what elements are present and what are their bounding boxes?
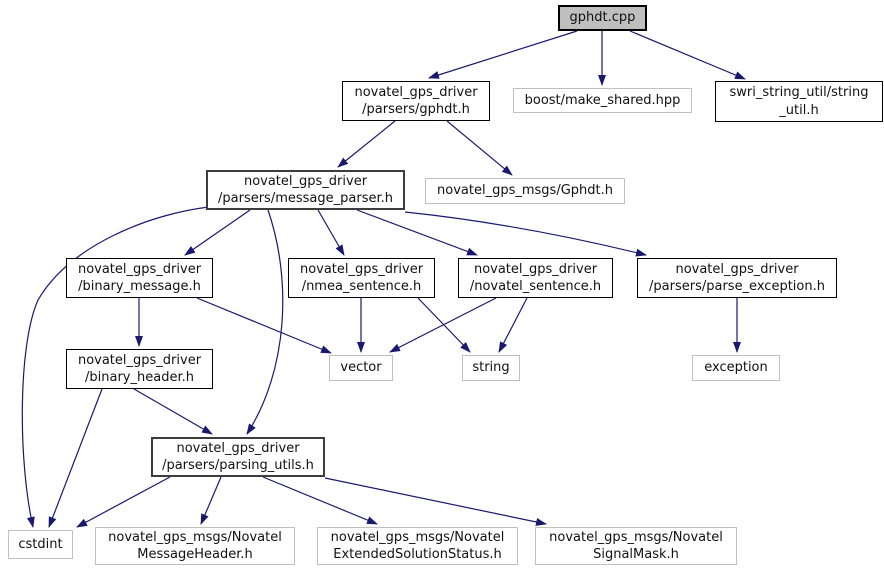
node-string: string: [462, 355, 520, 381]
node-label: novatel_gps_msgs/Novatel: [549, 529, 723, 545]
node-label: swri_string_util/string: [729, 85, 869, 101]
node-label: SignalMask.h: [593, 547, 679, 562]
node-label: /nmea_sentence.h: [301, 279, 422, 294]
node-label: /parsers/message_parser.h: [218, 191, 393, 206]
node-label: novatel_gps_msgs/Gphdt.h: [437, 183, 613, 199]
edge-message-parser-to-nmea-sentence: [317, 209, 345, 256]
node-novatel-extended-solution-status: novatel_gps_msgs/Novatel ExtendedSolutio…: [317, 527, 518, 565]
node-label: /parsers/parse_exception.h: [649, 279, 825, 294]
node-novatel-message-header: novatel_gps_msgs/Novatel MessageHeader.h: [95, 527, 295, 565]
node-label: exception: [704, 360, 768, 376]
node-label: novatel_gps_driver: [354, 84, 478, 100]
node-boost-make-shared: boost/make_shared.hpp: [513, 88, 692, 113]
edge-gphdt-cpp-to-string-util: [629, 30, 746, 80]
node-label: /parsers/parsing_utils.h: [162, 458, 314, 473]
node-label: novatel_gps_driver: [77, 261, 202, 277]
node-novatel-sentence-h[interactable]: novatel_gps_driver /novatel_sentence.h: [458, 258, 613, 298]
node-label: /parsers/gphdt.h: [362, 102, 470, 117]
node-label: novatel_gps_driver: [77, 352, 202, 368]
edge-novatel-sentence-to-string: [498, 297, 528, 353]
node-label: novatel_gps_msgs/Novatel: [330, 529, 505, 545]
edge-parsing-utils-to-cstdint: [76, 476, 171, 528]
node-label: /binary_message.h: [78, 279, 201, 294]
edge-parsing-utils-to-signal-mask: [324, 477, 547, 526]
node-label: novatel_gps_msgs/Novatel: [108, 529, 282, 545]
edge-parsing-utils-to-msg-header: [200, 476, 222, 525]
node-vector: vector: [329, 355, 393, 381]
edge-binary-header-to-parsing-utils: [133, 388, 213, 435]
edge-message-parser-to-parse-exception: [404, 211, 647, 257]
node-cstdint: cstdint: [8, 530, 73, 559]
node-label: MessageHeader.h: [137, 547, 253, 562]
edge-gphdt-h-to-gphdt-msg: [446, 120, 513, 176]
edge-novatel-sentence-to-vector: [389, 297, 497, 353]
node-message-parser-h[interactable]: novatel_gps_driver /parsers/message_pars…: [206, 170, 405, 210]
node-label: _util.h: [779, 102, 819, 118]
edge-message-parser-to-novatel-sentence: [356, 209, 478, 256]
node-exception: exception: [692, 355, 780, 381]
node-parsing-utils-h[interactable]: novatel_gps_driver /parsers/parsing_util…: [151, 437, 325, 477]
node-binary-message-h[interactable]: novatel_gps_driver /binary_message.h: [66, 258, 213, 298]
node-binary-header-h[interactable]: novatel_gps_driver /binary_header.h: [66, 349, 213, 389]
node-label: ExtendedSolutionStatus.h: [333, 547, 502, 562]
edge-gphdt-h-to-message-parser: [337, 120, 396, 168]
node-parsers-gphdt-h[interactable]: novatel_gps_driver /parsers/gphdt.h: [342, 81, 490, 121]
node-label: novatel_gps_driver: [243, 173, 368, 189]
node-label: novatel_gps_driver: [473, 261, 598, 277]
node-novatel-signal-mask: novatel_gps_msgs/Novatel SignalMask.h: [535, 527, 737, 565]
node-label: string: [472, 360, 510, 376]
node-parse-exception-h[interactable]: novatel_gps_driver /parsers/parse_except…: [637, 258, 837, 298]
node-swri-string-util[interactable]: swri_string_util/string _util.h: [715, 81, 883, 122]
node-label: novatel_gps_driver: [299, 261, 424, 277]
node-label: vector: [340, 360, 382, 376]
node-nmea-sentence-h[interactable]: novatel_gps_driver /nmea_sentence.h: [288, 258, 435, 298]
node-label: /novatel_sentence.h: [469, 279, 602, 294]
node-novatel-gps-msgs-gphdt-h: novatel_gps_msgs/Gphdt.h: [425, 178, 625, 204]
node-label: boost/make_shared.hpp: [524, 92, 681, 108]
edge-parsing-utils-to-ext-status: [262, 476, 378, 525]
node-label: cstdint: [18, 536, 63, 552]
edge-message-parser-to-binary-message: [184, 209, 251, 256]
edge-message-parser-to-cstdint: [21, 206, 210, 528]
edge-message-parser-to-parsing-utils: [246, 209, 284, 435]
node-label: /binary_header.h: [85, 370, 194, 385]
edge-binary-header-to-cstdint: [48, 388, 103, 528]
node-label: novatel_gps_driver: [176, 440, 300, 456]
edge-gphdt-cpp-to-gphdt-h: [428, 30, 578, 79]
node-gphdt-cpp: gphdt.cpp: [558, 5, 647, 31]
node-label: novatel_gps_driver: [675, 261, 799, 277]
node-label: gphdt.cpp: [569, 10, 636, 26]
edge-binary-message-to-vector: [196, 297, 332, 354]
